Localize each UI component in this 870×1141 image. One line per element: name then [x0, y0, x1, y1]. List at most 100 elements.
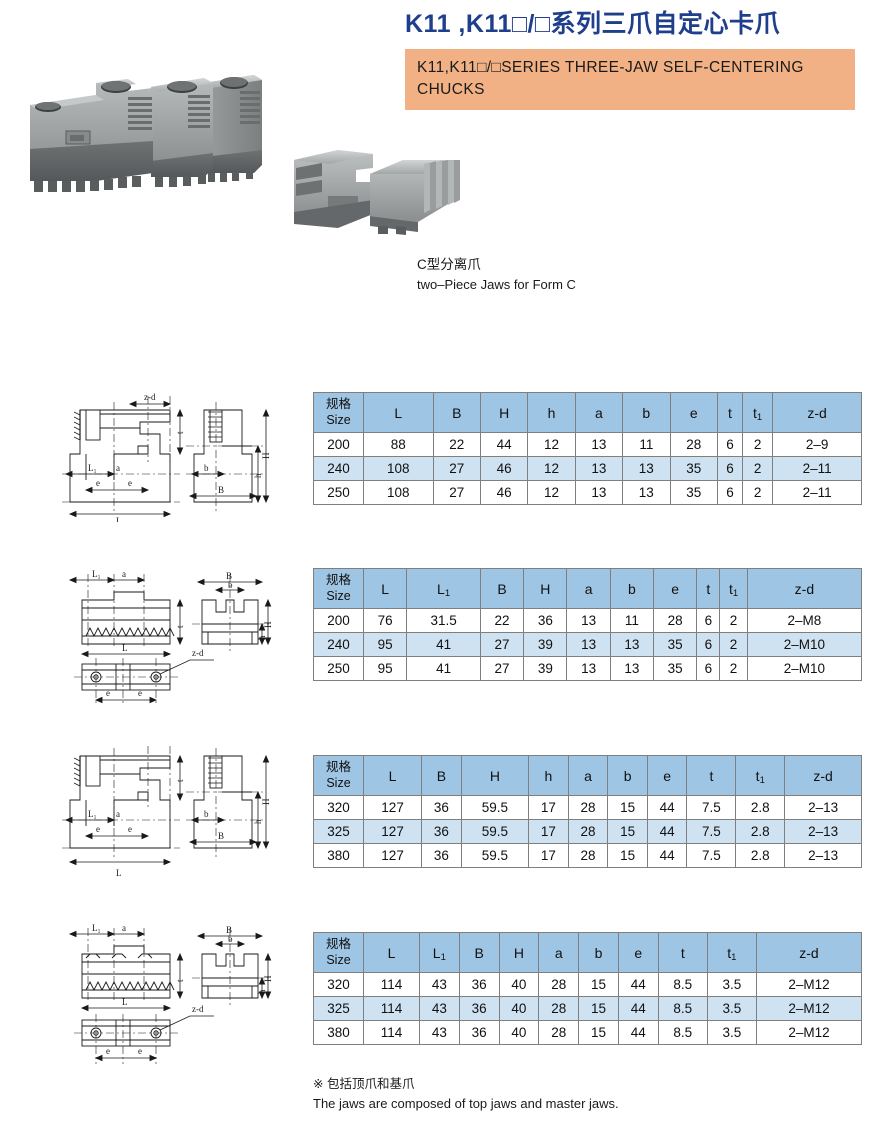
- col-header-e: e: [653, 568, 698, 609]
- table-cell: 8.5: [657, 1020, 708, 1045]
- table-cell: 39: [523, 632, 568, 657]
- table-cell: 6: [716, 432, 744, 457]
- col-header-H: H: [479, 392, 529, 433]
- table-cell: 36: [421, 795, 462, 820]
- technical-drawing-4: L₁ a L B b t H h z-d e e: [52, 898, 302, 1068]
- col-header-b: b: [578, 932, 619, 973]
- col-header-h: h: [527, 392, 576, 433]
- table-cell: 2–13: [784, 843, 862, 868]
- table-cell: 200: [313, 608, 364, 633]
- table-cell: 28: [567, 795, 609, 820]
- drawing-label-L: L: [116, 516, 122, 522]
- table-cell: 95: [362, 632, 408, 657]
- col-header-B: B: [432, 392, 481, 433]
- table-cell: 44: [646, 843, 688, 868]
- col-header-B: B: [479, 568, 525, 609]
- table-cell: 6: [696, 608, 721, 633]
- drawing2-label-B: B: [226, 571, 232, 581]
- table-cell: 13: [574, 480, 624, 505]
- col-header-a: a: [574, 392, 624, 433]
- drawing2-label-b: b: [228, 580, 233, 590]
- col-header-L: L: [362, 568, 408, 609]
- col-header-L: L: [363, 392, 434, 433]
- col-header-L: L: [363, 932, 420, 973]
- table-cell: 2: [742, 456, 774, 481]
- col-header-t1: t1: [742, 392, 774, 433]
- table-cell: 22: [432, 432, 481, 457]
- technical-drawing-1: z-d L₁ a e e L b B H h t: [52, 362, 302, 526]
- col-header-B: B: [421, 755, 462, 796]
- col-header-L1: L1: [418, 932, 460, 973]
- table-cell: 76: [362, 608, 408, 633]
- table-cell: 28: [653, 608, 698, 633]
- table-cell: 6: [716, 480, 744, 505]
- table-cell: 44: [617, 996, 659, 1021]
- col-header-b: b: [622, 392, 671, 433]
- col-header-L: L: [362, 755, 423, 796]
- table-cell: 40: [498, 996, 540, 1021]
- table-cell: 2–M12: [755, 972, 863, 997]
- table-cell: 13: [566, 656, 611, 681]
- table-cell: 127: [362, 843, 423, 868]
- table-cell: 28: [567, 819, 609, 844]
- col-header-zd: z-d: [772, 392, 862, 433]
- drawing3-label-h: h: [253, 819, 263, 824]
- table-cell: 2–M10: [746, 632, 863, 657]
- table-cell: 325: [313, 819, 364, 844]
- table-cell: 44: [479, 432, 529, 457]
- product-photo-two-piece-jaws: [278, 138, 483, 248]
- col-header-t1: t1: [719, 568, 748, 609]
- drawing4-label-b: b: [228, 934, 233, 944]
- drawing-label-H: H: [261, 452, 271, 459]
- table-cell: 13: [609, 632, 655, 657]
- table-cell: 2–M8: [746, 608, 863, 633]
- table-cell: 2–9: [772, 432, 862, 457]
- table-cell: 2: [719, 608, 748, 633]
- table-cell: 13: [622, 456, 671, 481]
- table-cell: 2–13: [784, 819, 862, 844]
- table-cell: 380: [313, 1020, 364, 1045]
- table-cell: 17: [528, 795, 569, 820]
- col-header-H: H: [523, 568, 568, 609]
- col-header-B: B: [458, 932, 500, 973]
- table-cell: 11: [622, 432, 671, 457]
- subtitle-banner: K11,K11□/□SERIES THREE-JAW SELF-CENTERIN…: [405, 48, 855, 110]
- table-cell: 114: [363, 996, 420, 1021]
- page-title: K11 ,K11□/□系列三爪自定心卡爪: [405, 10, 781, 38]
- table-cell: 44: [646, 795, 688, 820]
- table-cell: 40: [498, 972, 540, 997]
- col-header-a: a: [538, 932, 580, 973]
- footnote-cn: ※ 包括顶爪和基爪: [313, 1077, 415, 1091]
- drawing-label-b: b: [204, 463, 209, 473]
- table-cell: 2.8: [735, 819, 786, 844]
- table-cell: 15: [607, 819, 648, 844]
- table-cell: 2–M10: [746, 656, 863, 681]
- photo-caption: C型分离爪 two–Piece Jaws for Form C: [417, 255, 576, 295]
- table-cell: 325: [313, 996, 364, 1021]
- drawing3-label-a: a: [116, 809, 120, 819]
- table-cell: 95: [362, 656, 408, 681]
- col-header-a: a: [566, 568, 611, 609]
- table-cell: 41: [406, 632, 481, 657]
- table-cell: 2: [719, 632, 748, 657]
- table-cell: 2–11: [772, 480, 862, 505]
- drawing2-label-H: H: [263, 621, 273, 628]
- col-header-e: e: [669, 392, 718, 433]
- table-cell: 35: [653, 632, 698, 657]
- table-cell: 8.5: [657, 996, 708, 1021]
- drawing-label-e2: e: [128, 478, 132, 488]
- table-cell: 46: [479, 480, 529, 505]
- drawing3-label-e2: e: [128, 824, 132, 834]
- table-cell: 40: [498, 1020, 540, 1045]
- table-cell: 3.5: [706, 1020, 757, 1045]
- col-header-t: t: [716, 392, 744, 433]
- table-cell: 12: [527, 432, 576, 457]
